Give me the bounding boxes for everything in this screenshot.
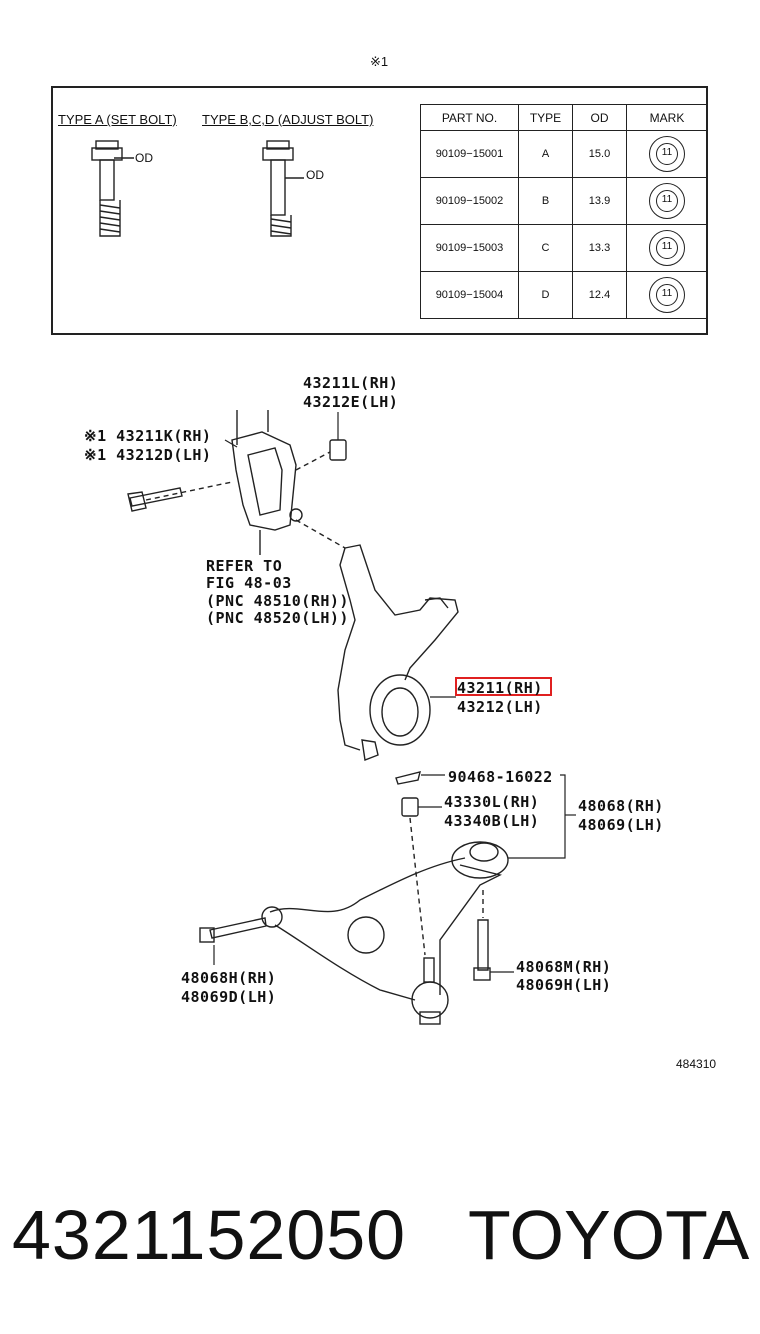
table-row: 90109−15001 A 15.0 11 <box>420 130 708 178</box>
callout-arm-lh: 48069(LH) <box>578 816 664 834</box>
refer-line-3: (PNC 48510(RH)) <box>206 592 349 610</box>
cell-mark: 11 <box>626 177 708 225</box>
header-mark: MARK <box>626 104 708 131</box>
cell-part-no: 90109−15002 <box>420 177 519 225</box>
cell-od: 13.3 <box>572 224 627 272</box>
set-bolt-icon <box>91 140 134 237</box>
od-label-b: OD <box>306 168 324 182</box>
callout-43211l: 43211L(RH) <box>303 374 399 392</box>
callout-front-bolt-lh: 48069D(LH) <box>181 988 277 1006</box>
cell-od: 13.9 <box>572 177 627 225</box>
bolt-head-mark-icon: 11 <box>649 136 685 172</box>
refer-line-4: (PNC 48520(LH)) <box>206 609 349 627</box>
lower-control-arm <box>261 841 509 1025</box>
header-od: OD <box>572 104 627 131</box>
rear-arm-bolt <box>473 890 491 981</box>
table-row: 90109−15003 C 13.3 11 <box>420 224 708 272</box>
adjust-bolt-icon <box>262 140 304 237</box>
brand-name: TOYOTA <box>468 1196 750 1274</box>
callout-nut-rh: 43330L(RH) <box>444 793 540 811</box>
callout-nut-lh: 43340B(LH) <box>444 812 540 830</box>
callout-rear-bolt-rh: 48068M(RH) <box>516 958 612 976</box>
od-label-a: OD <box>135 151 153 165</box>
callout-front-bolt-rh: 48068H(RH) <box>181 969 277 987</box>
figure-number: 484310 <box>676 1057 717 1071</box>
highlight-box <box>455 677 552 696</box>
callout-arm-rh: 48068(RH) <box>578 797 664 815</box>
parts-table: PART NO. TYPE OD MARK 90109−15001 A 15.0… <box>420 104 708 319</box>
footnote-mark: ※1 <box>370 54 389 69</box>
table-header-row: PART NO. TYPE OD MARK <box>420 104 708 131</box>
type-bcd-label: TYPE B,C,D (ADJUST BOLT) <box>202 112 374 127</box>
type-a-label: TYPE A (SET BOLT) <box>58 112 177 127</box>
refer-line-1: REFER TO <box>206 557 283 575</box>
cell-part-no: 90109−15003 <box>420 224 519 272</box>
cell-mark: 11 <box>626 130 708 178</box>
mark-text: 11 <box>661 147 673 158</box>
cell-mark: 11 <box>626 224 708 272</box>
table-row: 90109−15004 D 12.4 11 <box>420 271 708 319</box>
cell-od: 12.4 <box>572 271 627 319</box>
mark-text: 11 <box>661 241 673 252</box>
bolt-head-mark-icon: 11 <box>649 277 685 313</box>
bolt-head-mark-icon: 11 <box>649 183 685 219</box>
cell-mark: 11 <box>626 271 708 319</box>
part-number-title: 4321152050 <box>12 1196 407 1274</box>
castle-nut <box>401 797 419 817</box>
strut-bracket <box>231 410 303 555</box>
callout-43211k: ※1 43211K(RH) <box>84 427 212 445</box>
bolt-head-mark-icon: 11 <box>649 230 685 266</box>
cotter-pin <box>395 771 421 785</box>
front-arm-bolt <box>199 917 267 943</box>
callout-43212d: ※1 43212D(LH) <box>84 446 212 464</box>
callout-43212e: 43212E(LH) <box>303 393 399 411</box>
leader-lines <box>213 412 576 973</box>
callout-rear-bolt-lh: 48069H(LH) <box>516 976 612 994</box>
mark-text: 11 <box>661 194 673 205</box>
refer-line-2: FIG 48-03 <box>206 574 292 592</box>
strut-nut <box>295 439 347 471</box>
table-row: 90109−15002 B 13.9 11 <box>420 177 708 225</box>
header-part-no: PART NO. <box>420 104 519 131</box>
strut-bolt <box>127 481 233 512</box>
cell-type: C <box>518 224 573 272</box>
steering-knuckle <box>337 544 459 761</box>
cell-part-no: 90109−15001 <box>420 130 519 178</box>
callout-cotter-pin: 90468-16022 <box>448 768 553 786</box>
callout-knuckle-lh: 43212(LH) <box>457 698 543 716</box>
callout-knuckle-rh: 43211(RH) <box>457 679 543 697</box>
mark-text: 11 <box>661 288 673 299</box>
cell-part-no: 90109−15004 <box>420 271 519 319</box>
